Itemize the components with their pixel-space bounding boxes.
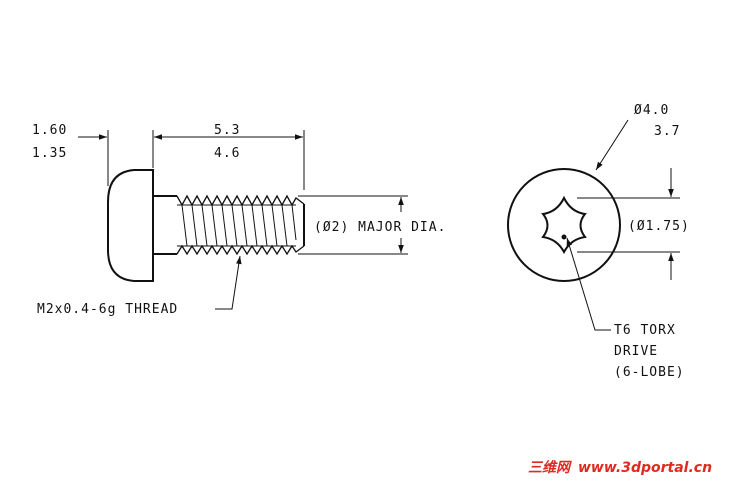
length-max: 5.3 [214, 123, 240, 138]
thread-bottom [176, 244, 305, 256]
head-dia-leader [595, 119, 629, 171]
torx-center-dot [561, 234, 567, 240]
head-height-max: 1.60 [32, 123, 67, 138]
drive-dia-label: (Ø1.75) [628, 219, 690, 234]
side-view: 1.60 1.35 5.3 4.6 (Ø2) MAJOR DIA. M2x0.4… [32, 123, 446, 317]
torx-recess [541, 195, 587, 255]
screw-head [107, 169, 154, 282]
head-height-min: 1.35 [32, 146, 67, 161]
end-view: Ø4.0 3.7 (Ø1.75) T6 TORX DRIVE (6-LOBE) [507, 103, 690, 380]
head-dia-max: Ø4.0 [634, 103, 669, 118]
length-min: 4.6 [214, 146, 240, 161]
head-outer-circle [507, 168, 621, 282]
watermark: 三维网 www.3dportal.cn [528, 459, 712, 476]
torx-label-line1: T6 TORX [614, 323, 676, 338]
torx-label-line2: DRIVE [614, 344, 658, 359]
major-dia-label: (Ø2) MAJOR DIA. [314, 220, 446, 235]
thread-spec-label: M2x0.4-6g THREAD [37, 302, 178, 317]
torx-leader [566, 237, 611, 331]
head-dia-min: 3.7 [654, 124, 680, 139]
thread-leader [215, 255, 242, 310]
thread-helix [181, 204, 297, 247]
watermark-url: www.3dportal.cn [578, 460, 712, 476]
thread-top [176, 194, 305, 207]
torx-label-line3: (6-LOBE) [614, 365, 685, 380]
watermark-cn: 三维网 [528, 459, 572, 476]
